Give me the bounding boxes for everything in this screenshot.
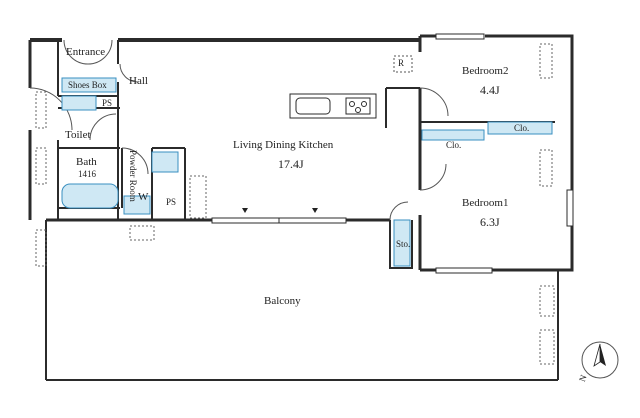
balcony-label: Balcony <box>264 295 301 307</box>
window-markers <box>242 208 318 213</box>
bath-label: Bath <box>76 156 97 168</box>
shoes-box-fixture <box>61 77 117 93</box>
ldk-label: Living Dining Kitchen <box>233 139 334 151</box>
bedroom2-label: Bedroom2 <box>462 65 509 77</box>
vanity-fixture <box>151 151 179 173</box>
ldk-size-label: 17.4J <box>278 157 304 171</box>
bath-size-label: 1416 <box>78 169 96 179</box>
storage-label: Sto. <box>396 239 411 249</box>
shoes-box-label: Shoes Box <box>68 80 107 90</box>
compass-icon <box>581 341 619 379</box>
bedroom1-label: Bedroom1 <box>462 197 509 209</box>
closet-a-label: Clo. <box>446 140 462 150</box>
bedroom2-size-label: 4.4J <box>480 83 500 97</box>
closet-b-fixture <box>487 121 553 135</box>
storage-fixture <box>393 219 411 267</box>
powder-room-label: Powder Room <box>128 150 138 202</box>
toilet-fixture <box>61 95 97 111</box>
windows <box>211 33 574 274</box>
closet-b-label: Clo. <box>514 123 530 133</box>
closet-a-fixture <box>421 129 485 141</box>
refrigerator-label: R <box>398 58 405 68</box>
entrance-label: Entrance <box>66 46 106 58</box>
toilet-label: Toilet <box>65 129 91 141</box>
refrigerator-space <box>393 55 413 73</box>
bedroom1-size-label: 6.3J <box>480 215 500 229</box>
ps-bottom-label: PS <box>166 197 177 207</box>
fixtures <box>61 77 553 267</box>
bathtub-fixture <box>61 183 119 209</box>
doors <box>29 39 449 221</box>
outdoor-units <box>35 43 555 365</box>
washer-fixture <box>123 195 151 215</box>
hall-label: Hall <box>129 75 148 87</box>
kitchen-counter <box>289 93 377 119</box>
washer-label: W <box>138 191 149 203</box>
ps-top-label: PS <box>102 98 113 108</box>
